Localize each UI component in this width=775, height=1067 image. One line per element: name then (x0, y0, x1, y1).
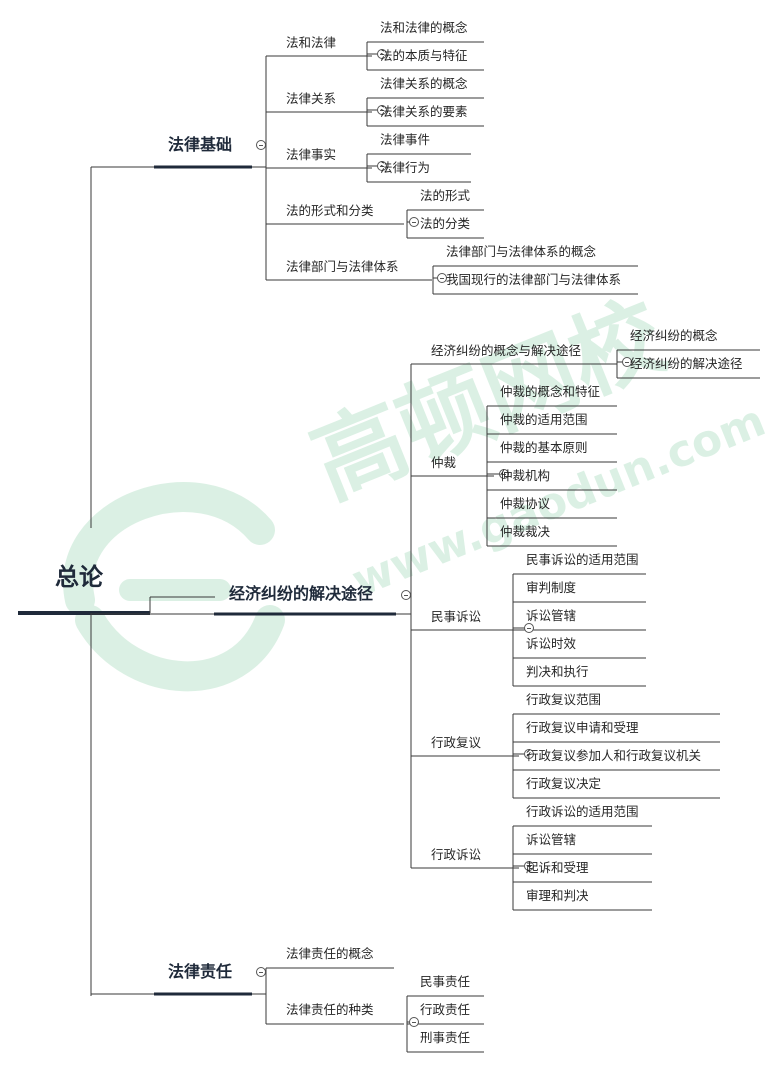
leaf-1-4-3-label[interactable]: 审理和判决 (526, 888, 589, 903)
leaf-0-3-1-label[interactable]: 法的分类 (420, 216, 471, 231)
node-1-4-label[interactable]: 行政诉讼 (431, 847, 482, 862)
branch-2-label[interactable]: 法律责任 (168, 962, 233, 981)
node-0-3-label[interactable]: 法的形式和分类 (286, 203, 374, 218)
node-0-4-collapse-icon[interactable] (437, 273, 447, 283)
node-0-1-collapse-icon[interactable] (377, 105, 387, 115)
leaf-1-1-1-label[interactable]: 仲裁的适用范围 (500, 412, 588, 427)
leaf-1-0-1-label[interactable]: 经济纠纷的解决途径 (630, 356, 743, 371)
leaf-0-0-1-label[interactable]: 法的本质与特征 (380, 48, 468, 63)
leaf-1-4-1-label[interactable]: 诉讼管辖 (526, 832, 577, 847)
leaf-1-3-2-label[interactable]: 行政复议参加人和行政复议机关 (526, 748, 702, 763)
leaf-1-2-1-label[interactable]: 审判制度 (526, 580, 577, 595)
node-0-1-label[interactable]: 法律关系 (286, 91, 337, 106)
leaf-1-1-3-label[interactable]: 仲裁机构 (500, 468, 551, 483)
leaf-1-3-3-label[interactable]: 行政复议决定 (526, 776, 602, 791)
node-1-3-collapse-icon[interactable] (524, 749, 534, 759)
node-0-3-collapse-icon[interactable] (409, 217, 419, 227)
node-1-2-collapse-icon[interactable] (524, 623, 534, 633)
leaf-1-1-4-label[interactable]: 仲裁协议 (500, 496, 551, 511)
branch-2-collapse-icon[interactable] (256, 967, 266, 977)
leaf-1-1-0-label[interactable]: 仲裁的概念和特征 (500, 384, 601, 399)
leaf-0-2-1-label[interactable]: 法律行为 (380, 160, 431, 175)
leaf-0-4-1-label[interactable]: 我国现行的法律部门与法律体系 (446, 272, 622, 287)
branch-0-label[interactable]: 法律基础 (168, 135, 233, 154)
leaf-1-1-2-label[interactable]: 仲裁的基本原则 (500, 440, 588, 455)
node-0-0-label[interactable]: 法和法律 (286, 35, 337, 50)
leaf-0-2-0-label[interactable]: 法律事件 (380, 132, 431, 147)
leaf-0-1-0-label[interactable]: 法律关系的概念 (380, 76, 468, 91)
leaf-0-4-0-label[interactable]: 法律部门与法律体系的概念 (446, 244, 597, 259)
leaf-1-2-0-label[interactable]: 民事诉讼的适用范围 (526, 552, 639, 567)
branch-1-label[interactable]: 经济纠纷的解决途径 (229, 584, 374, 603)
node-1-4-collapse-icon[interactable] (524, 861, 534, 871)
leaf-2-1-2-label[interactable]: 刑事责任 (420, 1030, 471, 1045)
leaf-1-2-2-label[interactable]: 诉讼管辖 (526, 608, 577, 623)
leaf-2-1-1-label[interactable]: 行政责任 (420, 1002, 471, 1017)
branch-0-collapse-icon[interactable] (256, 140, 266, 150)
leaf-1-3-1-label[interactable]: 行政复议申请和受理 (526, 720, 639, 735)
node-1-2-label[interactable]: 民事诉讼 (431, 609, 482, 624)
leaf-1-2-3-label[interactable]: 诉讼时效 (526, 636, 577, 651)
leaf-1-0-0-label[interactable]: 经济纠纷的概念 (630, 328, 718, 343)
root-node-label[interactable]: 总论 (55, 563, 103, 591)
node-2-1-label[interactable]: 法律责任的种类 (286, 1002, 374, 1017)
leaf-0-0-0-label[interactable]: 法和法律的概念 (380, 20, 468, 35)
node-2-0-label[interactable]: 法律责任的概念 (286, 946, 374, 961)
node-1-3-label[interactable]: 行政复议 (431, 735, 482, 750)
node-0-4-label[interactable]: 法律部门与法律体系 (286, 259, 399, 274)
leaf-0-3-0-label[interactable]: 法的形式 (420, 188, 471, 203)
leaf-0-1-1-label[interactable]: 法律关系的要素 (380, 104, 468, 119)
leaf-1-3-0-label[interactable]: 行政复议范围 (526, 692, 602, 707)
node-1-1-collapse-icon[interactable] (499, 469, 509, 479)
node-0-0-collapse-icon[interactable] (377, 49, 387, 59)
node-1-1-label[interactable]: 仲裁 (431, 455, 457, 470)
node-0-2-collapse-icon[interactable] (377, 161, 387, 171)
leaf-1-4-2-label[interactable]: 起诉和受理 (526, 860, 589, 875)
leaf-1-1-5-label[interactable]: 仲裁裁决 (500, 524, 551, 539)
node-2-1-collapse-icon[interactable] (409, 1017, 419, 1027)
node-1-0-collapse-icon[interactable] (622, 357, 632, 367)
leaf-1-4-0-label[interactable]: 行政诉讼的适用范围 (526, 804, 639, 819)
branch-1-collapse-icon[interactable] (401, 590, 411, 600)
node-1-0-label[interactable]: 经济纠纷的概念与解决途径 (431, 343, 582, 358)
node-0-2-label[interactable]: 法律事实 (286, 147, 337, 162)
leaf-1-2-4-label[interactable]: 判决和执行 (526, 664, 589, 679)
leaf-2-1-0-label[interactable]: 民事责任 (420, 974, 471, 989)
